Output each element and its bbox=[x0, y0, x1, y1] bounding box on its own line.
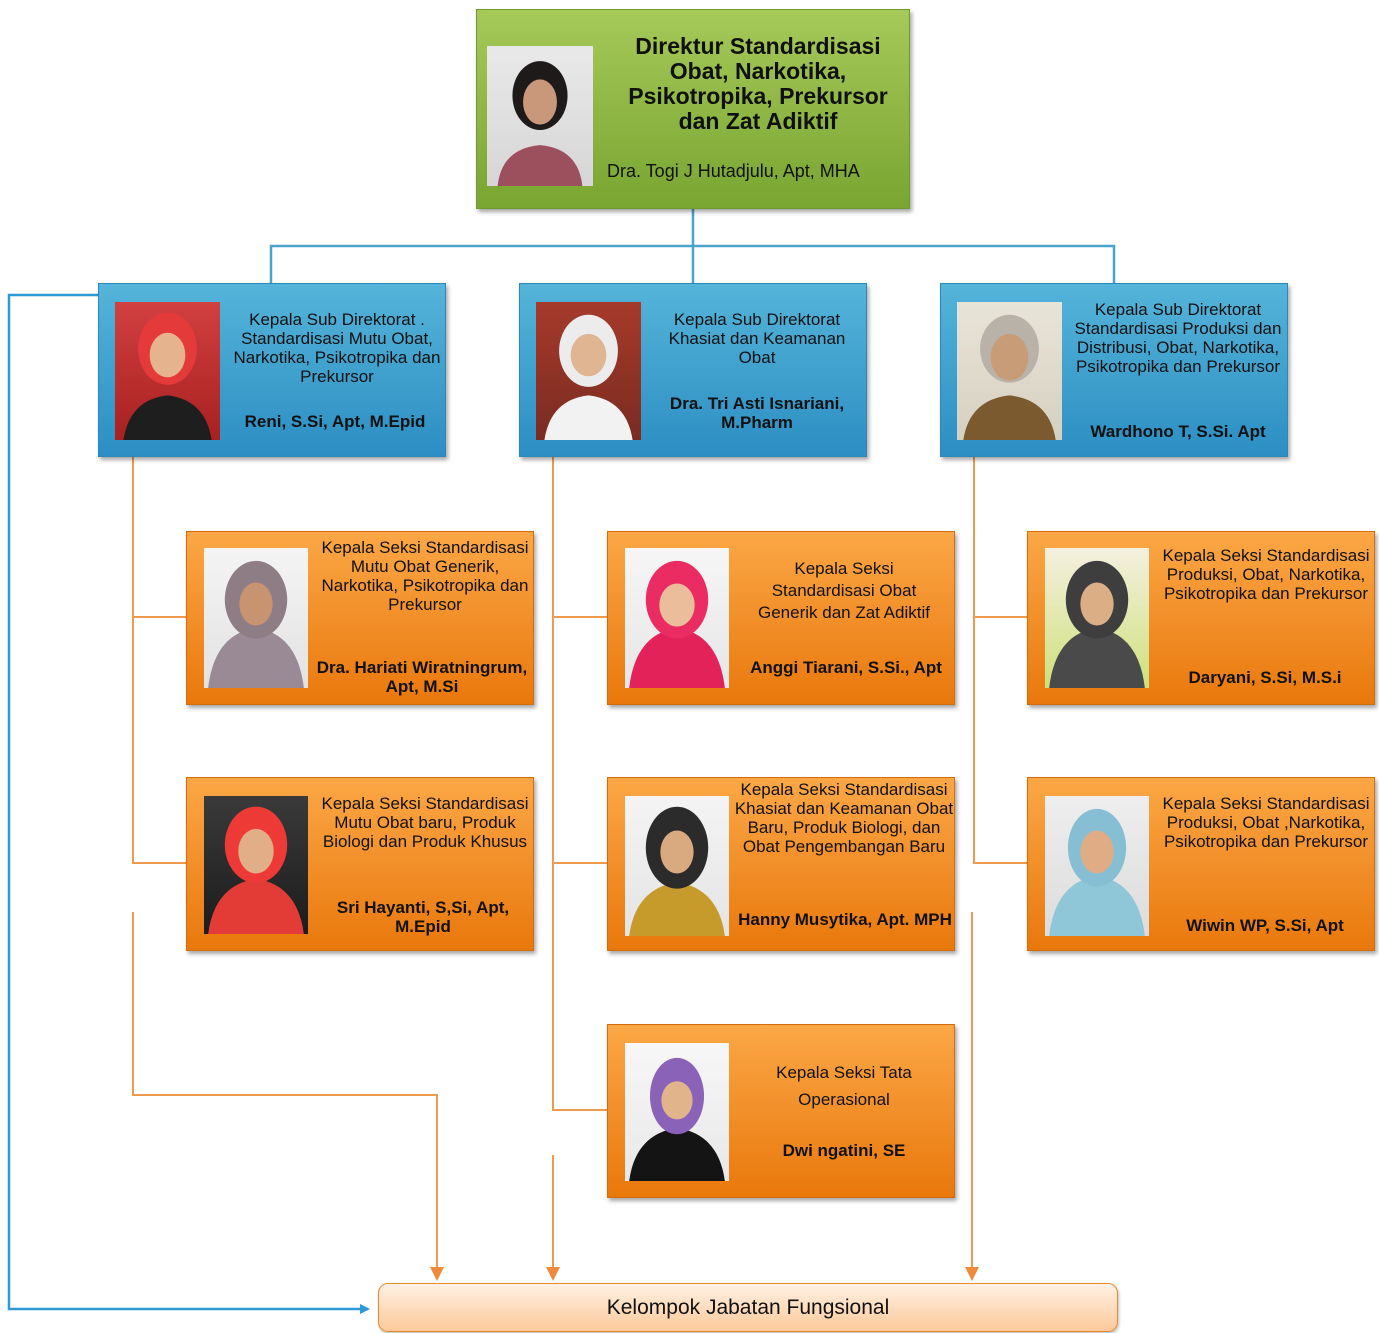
section-box: Kepala Seksi Standardisasi Produksi, Oba… bbox=[1027, 531, 1375, 705]
subdirectorate-box: Kepala Sub Direktorat Standardisasi Prod… bbox=[940, 283, 1288, 457]
section-photo bbox=[625, 548, 729, 688]
section-title: Kepala Seksi Standardisasi Khasiat dan K… bbox=[734, 780, 954, 856]
section-name: Wiwin WP, S.Si, Apt bbox=[1186, 916, 1344, 935]
subdirectorate-box: Kepala Sub Direktorat . Standardisasi Mu… bbox=[98, 283, 446, 457]
section-box: Kepala Seksi Standardisasi Produksi, Oba… bbox=[1027, 777, 1375, 951]
section-photo bbox=[625, 1043, 729, 1181]
director-title: Direktur Standardisasi Obat, Narkotika, … bbox=[628, 33, 888, 134]
section-box: Kepala Seksi Standardisasi Khasiat dan K… bbox=[607, 777, 955, 951]
section-name: Hanny Musytika, Apt. MPH bbox=[738, 910, 952, 929]
subdirectorate-title: Kepala Sub Direktorat Standardisasi Prod… bbox=[1074, 300, 1282, 376]
subdirectorate-box: Kepala Sub Direktorat Khasiat dan Keaman… bbox=[519, 283, 867, 457]
fungsional-label: Kelompok Jabatan Fungsional bbox=[606, 1295, 890, 1319]
section-name: Dwi ngatini, SE bbox=[782, 1141, 906, 1160]
subdirectorate-name: Reni, S.Si, Apt, M.Epid bbox=[244, 412, 426, 431]
subdirectorate-name: Wardhono T, S.Si. Apt bbox=[1090, 422, 1266, 441]
section-box: Kepala Seksi Standardisasi Mutu Obat bar… bbox=[186, 777, 534, 951]
section-photo bbox=[625, 796, 729, 936]
section-box: Kepala Seksi Standardisasi Obat Generik … bbox=[607, 531, 955, 705]
section-title: Kepala Seksi Standardisasi Produksi, Oba… bbox=[1162, 546, 1370, 603]
subdirectorate-title: Kepala Sub Direktorat . Standardisasi Mu… bbox=[233, 310, 441, 386]
section-box: Kepala Seksi Tata Operasional Dwi ngatin… bbox=[607, 1024, 955, 1198]
director-photo bbox=[487, 46, 593, 186]
subdirectorate-photo bbox=[115, 302, 220, 440]
subdirectorate-title: Kepala Sub Direktorat Khasiat dan Keaman… bbox=[668, 310, 846, 367]
section-name: Dra. Hariati Wiratningrum, Apt, M.Si bbox=[316, 658, 528, 696]
section-name: Daryani, S.Si, M.S.i bbox=[1188, 668, 1342, 687]
subdirectorate-name: Dra. Tri Asti Isnariani, M.Pharm bbox=[669, 394, 845, 432]
section-photo bbox=[1045, 548, 1149, 688]
section-title: Kepala Seksi Standardisasi Mutu Obat Gen… bbox=[321, 538, 529, 614]
section-title: Kepala Seksi Tata Operasional bbox=[776, 1063, 912, 1109]
section-box: Kepala Seksi Standardisasi Mutu Obat Gen… bbox=[186, 531, 534, 705]
subdirectorate-photo bbox=[957, 302, 1062, 440]
section-photo bbox=[204, 796, 308, 934]
section-photo bbox=[204, 548, 308, 688]
section-name: Sri Hayanti, S,Si, Apt, M.Epid bbox=[336, 898, 510, 936]
section-title: Kepala Seksi Standardisasi Produksi, Oba… bbox=[1162, 794, 1370, 851]
subdirectorate-photo bbox=[536, 302, 641, 440]
director-name: Dra. Togi J Hutadjulu, Apt, MHA bbox=[607, 161, 860, 181]
section-photo bbox=[1045, 796, 1149, 936]
section-name: Anggi Tiarani, S.Si., Apt bbox=[750, 658, 942, 677]
section-title: Kepala Seksi Standardisasi Obat Generik … bbox=[758, 559, 930, 622]
fungsional-box: Kelompok Jabatan Fungsional bbox=[378, 1283, 1118, 1332]
director-box: Direktur Standardisasi Obat, Narkotika, … bbox=[476, 9, 910, 209]
section-title: Kepala Seksi Standardisasi Mutu Obat bar… bbox=[321, 794, 529, 851]
